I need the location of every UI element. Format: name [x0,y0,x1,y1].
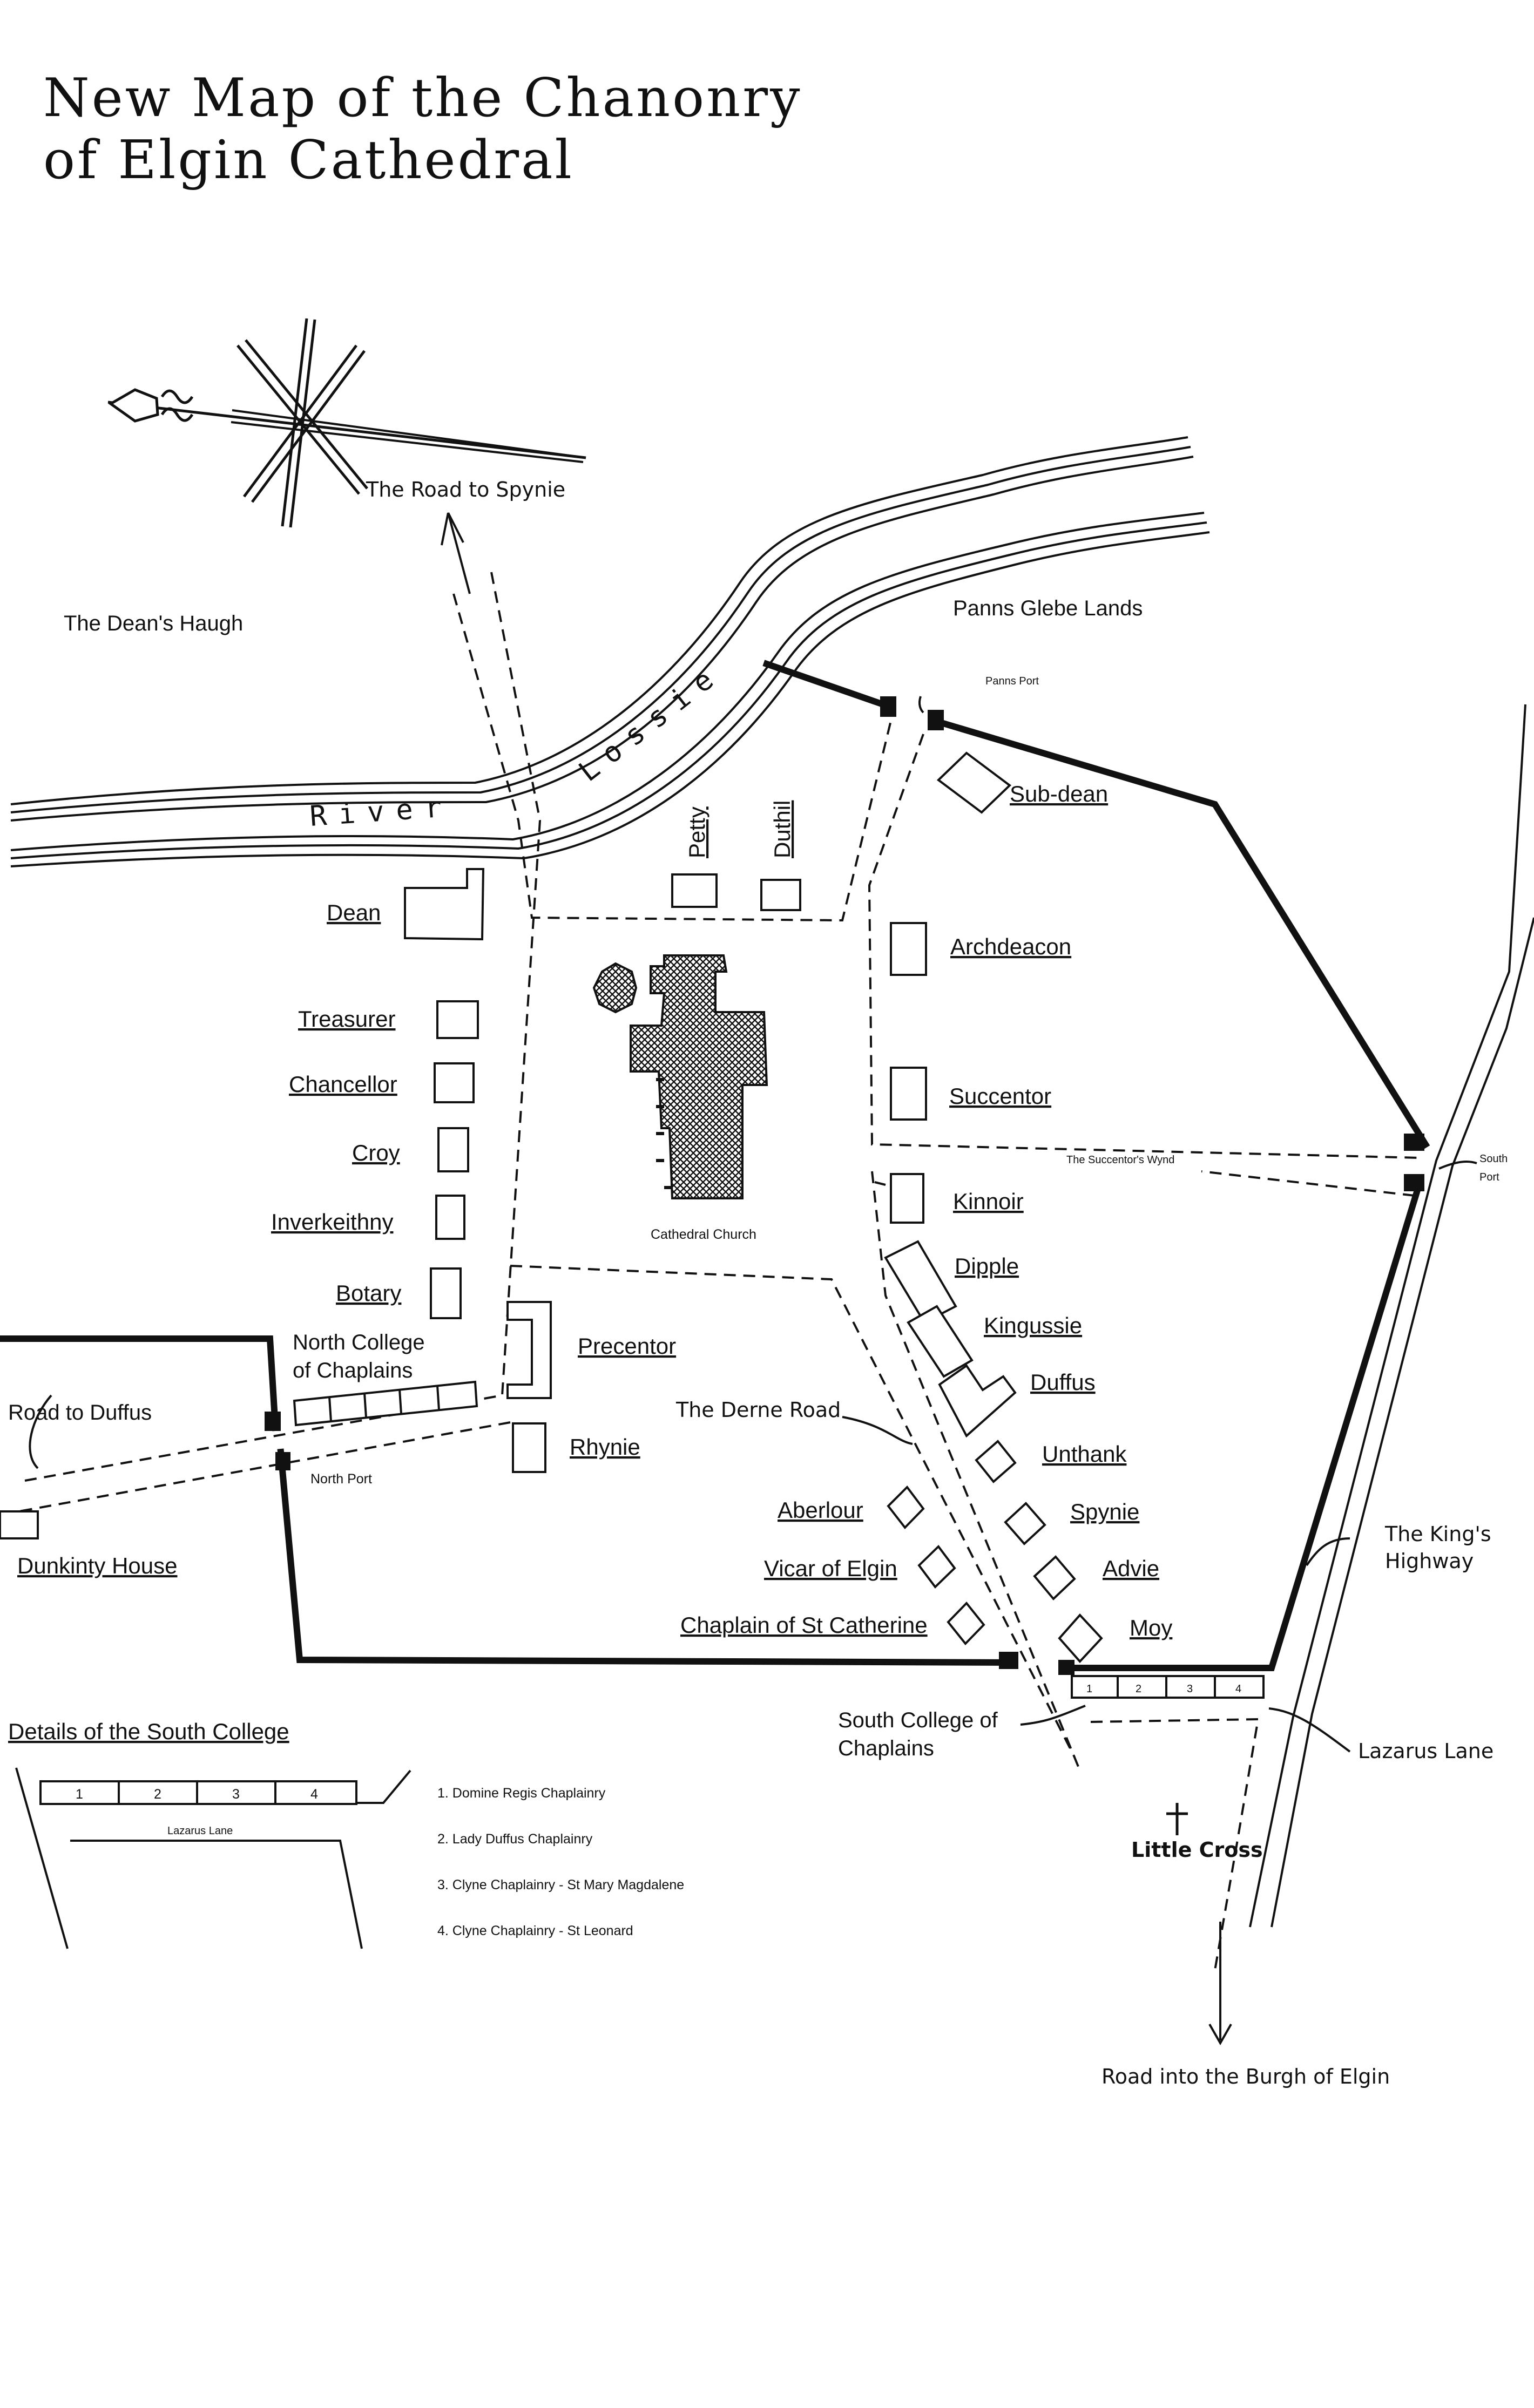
north-port-label: North Port [310,1471,372,1487]
arrow-to-spynie-icon [441,512,464,546]
inset-cell-3: 3 [232,1787,240,1802]
south-port-label-line2: Port [1479,1171,1499,1183]
south-port-label-line1: South [1479,1153,1508,1165]
inset-cell-2: 2 [154,1787,161,1802]
inset-lane-label: Lazarus Lane [167,1825,233,1837]
manse-label-advie: Advie [1103,1556,1159,1581]
lazarus-lane-leader [1268,1707,1351,1753]
inset-legend-item-1: 1. Domine Regis Chaplainry [437,1786,606,1801]
kings-highway [1208,704,1534,2046]
south-college-leader [1020,1705,1086,1726]
manse-label-aberlour: Aberlour [778,1497,863,1523]
north-college-label-line2: of Chaplains [293,1359,413,1382]
road-to-duffus-label: Road to Duffus [8,1401,152,1425]
cathedral-label: Cathedral Church [651,1227,756,1242]
inset-cell-4: 4 [310,1787,318,1802]
precinct-wall [0,660,1430,1671]
manse-label-dean: Dean [327,900,381,925]
manse-label-treasurer: Treasurer [298,1006,396,1032]
manse-label-petty: Petty [684,806,709,858]
south-college-cell-1: 1 [1086,1683,1092,1695]
south-college-cell-3: 3 [1187,1683,1193,1695]
derne-road-label: The Derne Road [675,1398,841,1422]
derne-road-leader [842,1416,913,1445]
inset-cell-1: 1 [76,1787,83,1802]
manse-buildings [0,751,1103,1663]
manse-label-duffus: Duffus [1030,1369,1096,1395]
river-label-word1: River [309,791,455,833]
manse-label-duthil: Duthil [769,801,795,858]
manse-label-unthank: Unthank [1042,1441,1127,1467]
manse-label-botary: Botary [336,1280,401,1306]
manse-label-chancellor: Chancellor [289,1071,397,1097]
little-cross-icon [1166,1803,1188,1835]
river-lossie [10,436,1210,867]
little-cross-label: Little Cross [1131,1838,1263,1862]
manse-label-precentor: Precentor [578,1333,676,1359]
north-college-row [293,1380,478,1427]
manse-label-croy: Croy [352,1140,400,1165]
manse-label-inverkeithny: Inverkeithny [271,1209,393,1234]
inset-legend-item-3: 3. Clyne Chaplainry - St Mary Magdalene [437,1877,684,1893]
manse-label-moy: Moy [1130,1615,1172,1640]
panns-glebe-label: Panns Glebe Lands [953,596,1143,620]
manse-label-rhynie: Rhynie [570,1434,640,1460]
panns-port-leader [918,696,924,714]
manse-label-kinnoir: Kinnoir [953,1189,1024,1214]
south-port-leader [1438,1161,1477,1170]
map-title-line1: New Map of the Chanonry [43,67,802,129]
manse-label-subdean: Sub-dean [1010,781,1108,806]
south-college-label-line1: South College of [838,1708,998,1732]
compass-rose-icon [107,318,586,528]
south-college-cell-4: 4 [1235,1683,1241,1695]
road-to-spynie-label: The Road to Spynie [366,478,565,501]
manse-label-chaplain-st-catherine: Chaplain of St Catherine [680,1612,928,1638]
manse-label-dunkinty-house: Dunkinty House [17,1553,177,1578]
north-college-label-line1: North College [293,1331,425,1354]
south-college-cell-2: 2 [1136,1683,1141,1695]
deans-haugh-label: The Dean's Haugh [64,612,243,635]
inset-legend-item-4: 4. Clyne Chaplainry - St Leonard [437,1923,633,1938]
river-label-word2: Lossie [573,656,729,788]
kings-highway-label-line1: The King's [1384,1522,1491,1546]
arrow-to-burgh-icon [1208,2024,1232,2046]
panns-port-label: Panns Port [985,675,1039,687]
manse-label-archdeacon: Archdeacon [950,934,1071,959]
cathedral-church [592,954,768,1199]
manse-label-succentor: Succentor [949,1083,1051,1109]
manse-label-spynie: Spynie [1070,1499,1139,1524]
kings-highway-leader [1306,1537,1350,1566]
inset-diagram [15,1767,411,1949]
manse-label-vicar-of-elgin: Vicar of Elgin [764,1556,897,1581]
gate-pillars [265,696,1424,1675]
duffus-road-leader [29,1394,52,1469]
dashed-roads [18,572,1421,1971]
south-college-row [1071,1675,1265,1699]
road-into-burgh-label: Road into the Burgh of Elgin [1101,2065,1390,2088]
manse-label-dipple: Dipple [955,1253,1019,1279]
inset-title: Details of the South College [8,1719,289,1744]
kings-highway-label-line2: Highway [1385,1549,1474,1573]
inset-legend-item-2: 2. Lady Duffus Chaplainry [437,1832,593,1847]
lazarus-lane-label: Lazarus Lane [1358,1739,1494,1763]
map-title-line2: of Elgin Cathedral [43,130,574,191]
succentors-wynd-label: The Succentor's Wynd [1066,1154,1174,1166]
south-college-label-line2: Chaplains [838,1737,934,1760]
manse-label-kingussie: Kingussie [984,1313,1082,1338]
